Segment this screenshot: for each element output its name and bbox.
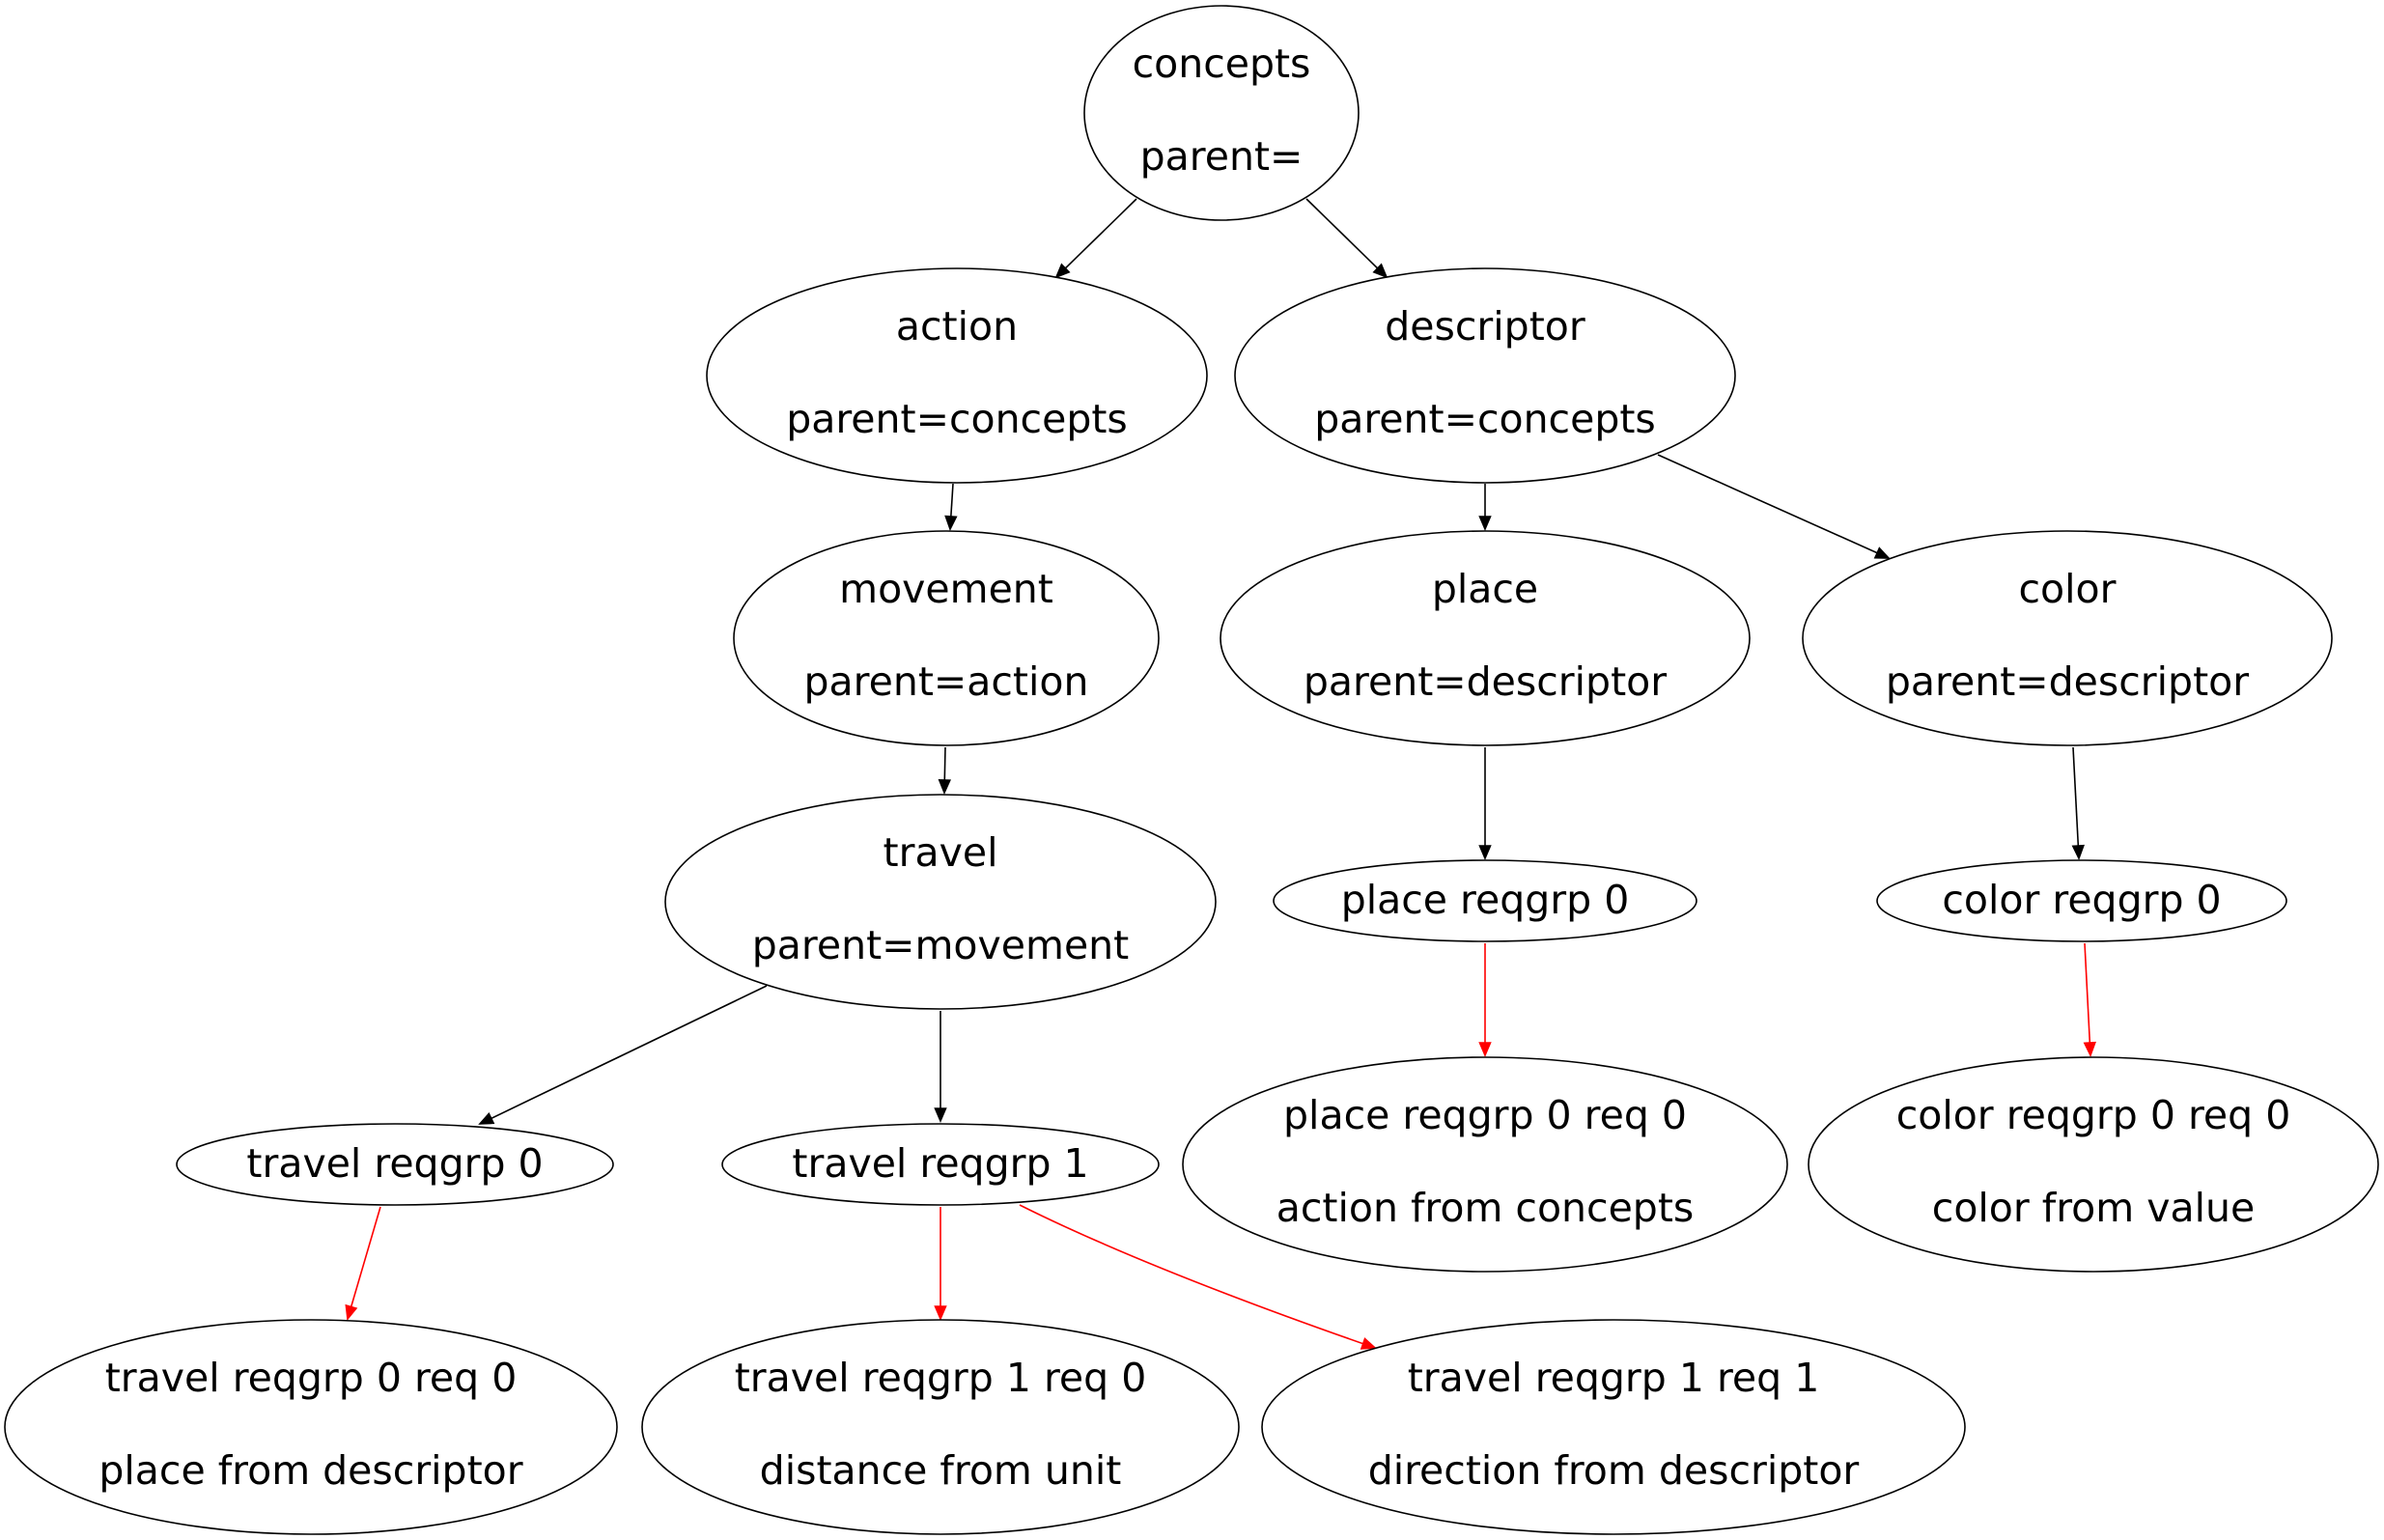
edge-color-color-reqgrp-0 <box>2071 746 2085 861</box>
node-travel-reqgrp-1-req-0-name: travel reqgrp 1 req 0 <box>735 1355 1147 1401</box>
edge-concepts-descriptor <box>1305 198 1388 279</box>
node-descriptor-name: descriptor <box>1385 303 1585 350</box>
arrowhead <box>2071 844 2085 861</box>
edge-travel-travel-reqgrp-0 <box>478 985 768 1125</box>
node-place-reqgrp-0-req-0: place reqgrp 0 req 0 action from concept… <box>1182 1056 1788 1273</box>
edge-color-reqgrp-0-req-0 <box>2083 942 2096 1058</box>
node-concepts-name: concepts <box>1133 41 1311 87</box>
edge-concepts-action <box>1054 198 1137 279</box>
edge-travel-travel-reqgrp-1 <box>934 1011 947 1124</box>
node-travel-reqgrp-1-req-1-detail: direction from descriptor <box>1368 1447 1860 1494</box>
arrowhead <box>938 779 951 796</box>
arrowhead <box>1873 546 1891 559</box>
node-place-reqgrp-0-name: place reqgrp 0 <box>1341 877 1630 923</box>
node-concepts-parent: parent= <box>1140 133 1304 180</box>
arrowhead <box>934 1107 947 1124</box>
arrowhead <box>934 1305 947 1322</box>
edge-action-movement <box>944 483 958 532</box>
node-travel-reqgrp-1: travel reqgrp 1 <box>721 1123 1160 1206</box>
edge-place-reqgrp-0-req-0 <box>1478 943 1492 1058</box>
node-place: place parent=descriptor <box>1220 530 1751 746</box>
edge-travel-reqgrp-0-req-0 <box>345 1206 381 1321</box>
node-travel-parent: parent=movement <box>752 922 1129 968</box>
arrowhead <box>478 1111 495 1125</box>
node-color: color parent=descriptor <box>1802 530 2333 746</box>
node-descriptor: descriptor parent=concepts <box>1234 267 1736 484</box>
node-travel-reqgrp-1-name: travel reqgrp 1 <box>792 1140 1088 1187</box>
node-place-parent: parent=descriptor <box>1304 658 1667 705</box>
node-travel-reqgrp-0-name: travel reqgrp 0 <box>246 1140 543 1187</box>
arrowhead <box>1054 263 1071 279</box>
node-color-reqgrp-0-name: color reqgrp 0 <box>1942 877 2221 923</box>
arrowhead <box>345 1303 358 1321</box>
node-travel-reqgrp-1-req-0-detail: distance from unit <box>760 1447 1122 1494</box>
edge-descriptor-color <box>1657 454 1891 559</box>
node-place-reqgrp-0: place reqgrp 0 <box>1273 859 1697 942</box>
node-descriptor-parent: parent=concepts <box>1314 396 1656 442</box>
edge-descriptor-place <box>1478 484 1492 532</box>
node-color-reqgrp-0: color reqgrp 0 <box>1876 859 2287 942</box>
arrowhead <box>944 515 958 532</box>
node-color-name: color <box>2019 566 2117 612</box>
node-travel: travel parent=movement <box>664 794 1217 1010</box>
edge-place-place-reqgrp-0 <box>1478 747 1492 861</box>
edge-travel-reqgrp-1-req-1 <box>1019 1204 1377 1350</box>
node-action-name: action <box>896 303 1018 350</box>
node-color-parent: parent=descriptor <box>1886 658 2249 705</box>
node-travel-reqgrp-0-req-0: travel reqgrp 0 req 0 place from descrip… <box>4 1319 618 1535</box>
node-color-reqgrp-0-req-0-detail: color from value <box>1932 1185 2255 1231</box>
nodes-layer: concepts parent= action parent=concepts … <box>4 5 2379 1535</box>
node-concepts: concepts parent= <box>1083 5 1360 221</box>
node-travel-reqgrp-0-req-0-detail: place from descriptor <box>98 1447 522 1494</box>
node-travel-reqgrp-1-req-1: travel reqgrp 1 req 1 direction from des… <box>1261 1319 1966 1535</box>
node-action: action parent=concepts <box>706 267 1208 484</box>
node-travel-reqgrp-0-req-0-name: travel reqgrp 0 req 0 <box>105 1355 518 1401</box>
node-travel-reqgrp-1-req-0: travel reqgrp 1 req 0 distance from unit <box>641 1319 1240 1535</box>
arrowhead <box>2083 1041 2096 1058</box>
edges-layer <box>345 198 2096 1350</box>
node-movement: movement parent=action <box>733 530 1160 746</box>
edge-travel-reqgrp-1-req-0 <box>934 1207 947 1322</box>
arrowhead <box>1360 1337 1377 1350</box>
arrowhead <box>1478 516 1492 532</box>
node-place-name: place <box>1432 566 1538 612</box>
node-color-reqgrp-0-req-0: color reqgrp 0 req 0 color from value <box>1808 1056 2379 1273</box>
arrowhead <box>1372 263 1388 279</box>
node-travel-reqgrp-1-req-1-name: travel reqgrp 1 req 1 <box>1408 1355 1820 1401</box>
arrowhead <box>1478 845 1492 861</box>
node-movement-name: movement <box>839 566 1053 612</box>
node-travel-name: travel <box>883 829 998 876</box>
node-place-reqgrp-0-req-0-detail: action from concepts <box>1276 1185 1695 1231</box>
node-color-reqgrp-0-req-0-name: color reqgrp 0 req 0 <box>1896 1092 2291 1138</box>
node-action-parent: parent=concepts <box>786 396 1128 442</box>
node-movement-parent: parent=action <box>804 658 1089 705</box>
node-travel-reqgrp-0: travel reqgrp 0 <box>176 1123 614 1206</box>
node-place-reqgrp-0-req-0-name: place reqgrp 0 req 0 <box>1283 1092 1687 1138</box>
edge-movement-travel <box>938 746 951 796</box>
arrowhead <box>1478 1042 1492 1058</box>
